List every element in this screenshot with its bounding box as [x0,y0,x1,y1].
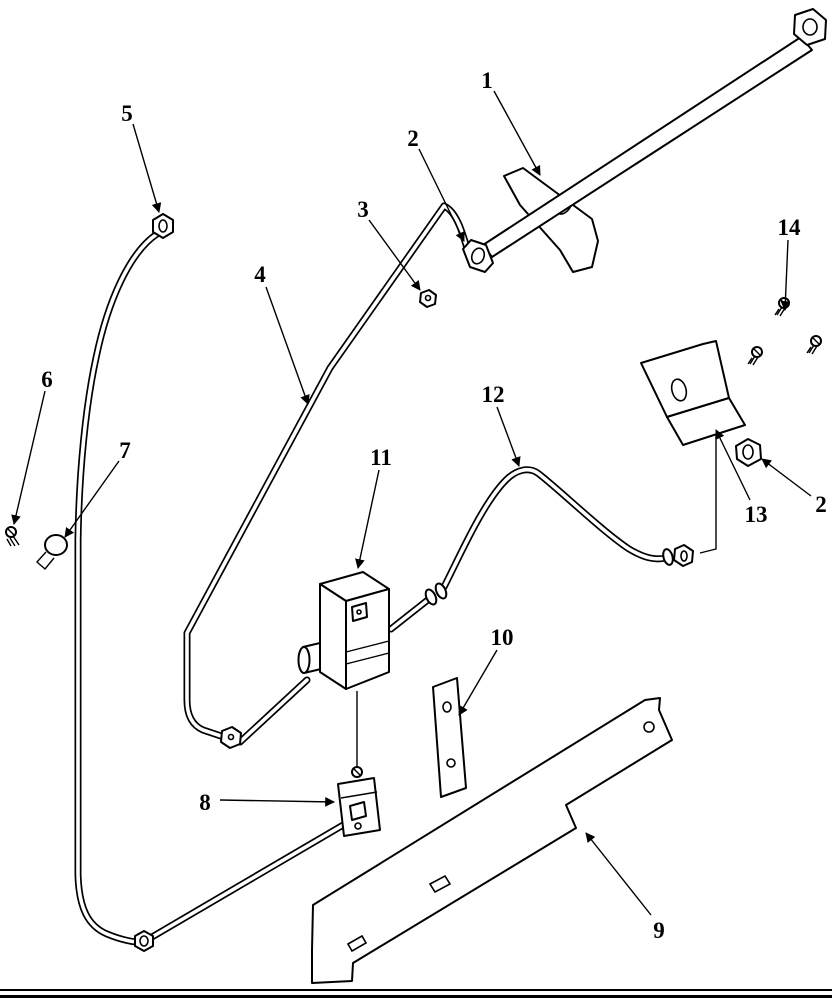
leader-line-callout-9 [585,832,652,916]
flex-tube [424,430,717,606]
callout-11-label: 11 [370,445,392,470]
gas-valve [297,571,433,767]
connection-line [699,430,717,554]
leader-line-callout-10 [458,649,498,716]
hex-nut-lower [735,438,762,467]
callout-5-label: 5 [121,101,133,126]
igniter-switch [337,766,381,837]
supply-tube [482,8,827,258]
leader-line-callout-14 [780,239,791,311]
callout-3-label: 3 [357,197,369,222]
leader-line-callout-1 [493,90,541,176]
callout-13-label: 13 [745,502,768,527]
small-plate [432,677,467,798]
callout-2-label: 2 [407,126,419,151]
leader-line-callout-11 [355,469,380,569]
small-nut [419,289,437,308]
right-bracket [640,340,746,446]
callout-7-label: 7 [119,438,131,463]
callout-2b-label: 2 [815,492,827,517]
left-tube [74,213,354,952]
leader-line-callout-2b [761,458,812,497]
leader-line-callout-2 [418,148,465,242]
callout-8-label: 8 [199,790,211,815]
callout-14-label: 14 [778,215,802,240]
callout-1-label: 1 [481,68,493,93]
callout-labels: 1 2 3 4 5 6 7 8 9 10 11 12 13 14 2 [41,68,827,943]
leader-line-callout-8 [219,796,335,807]
support-panel [311,697,673,984]
callout-6-label: 6 [41,367,53,392]
leader-line-callout-3 [368,219,421,291]
leader-line-callout-12 [496,406,521,467]
callout-12-label: 12 [482,382,505,407]
leader-line-callout-5 [132,123,162,213]
callout-9-label: 9 [653,918,665,943]
hex-nut-upper [462,239,494,273]
screw-left [5,526,20,547]
tube-clamp [36,534,68,571]
leader-lines [11,90,812,916]
leader-line-callout-7 [64,460,120,538]
callout-4-label: 4 [254,262,266,287]
leader-line-callout-4 [265,286,310,405]
footer-rules [0,989,832,998]
callout-10-label: 10 [491,625,514,650]
leader-line-callout-6 [11,390,46,525]
leader-line-callout-13 [715,429,751,501]
